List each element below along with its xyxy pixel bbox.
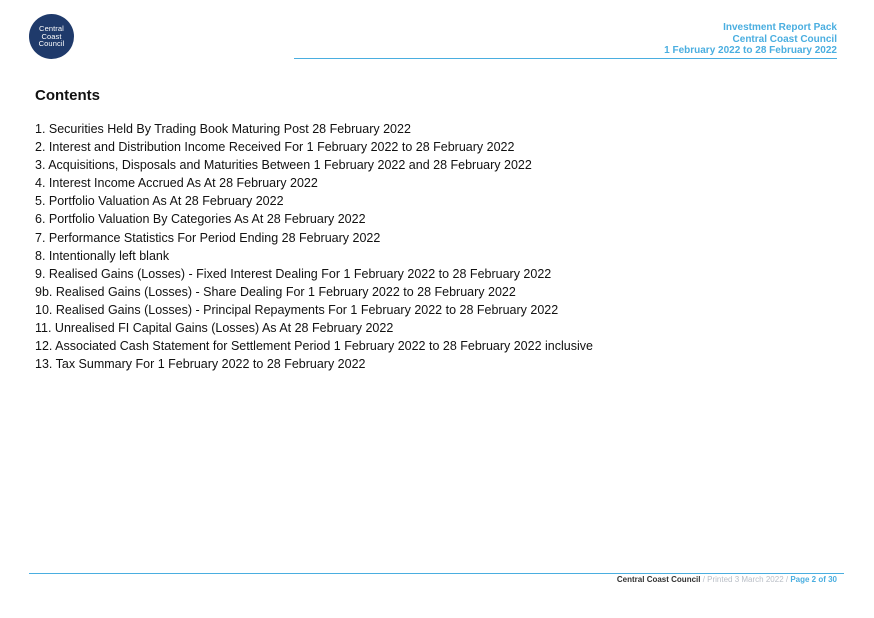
page-footer: Central Coast Council / Printed 3 March … — [617, 575, 837, 585]
logo-line-2: Coast — [41, 31, 62, 41]
contents-item: 9. Realised Gains (Losses) - Fixed Inter… — [35, 266, 552, 281]
report-period: 1 February 2022 to 28 February 2022 — [664, 45, 837, 56]
report-title: Investment Report Pack — [723, 22, 837, 33]
council-logo: Central Coast Council — [29, 14, 74, 59]
contents-item: 1. Securities Held By Trading Book Matur… — [35, 122, 411, 136]
report-organisation: Central Coast Council — [732, 33, 837, 45]
contents-item: 7. Performance Statistics For Period End… — [35, 230, 381, 245]
footer-printed-date: / Printed 3 March 2022 / — [700, 575, 791, 584]
contents-item: 11. Unrealised FI Capital Gains (Losses)… — [35, 321, 394, 336]
contents-item: 4. Interest Income Accrued As At 28 Febr… — [35, 176, 318, 191]
contents-item: 13. Tax Summary For 1 February 2022 to 2… — [35, 357, 366, 372]
logo-line-3: Council — [38, 39, 65, 49]
logo-line-1: Central — [39, 24, 64, 34]
contents-item: 9b. Realised Gains (Losses) - Share Deal… — [35, 284, 516, 299]
footer-divider — [29, 573, 844, 574]
footer-organisation: Central Coast Council — [616, 575, 701, 584]
contents-item: 3. Acquisitions, Disposals and Maturitie… — [35, 158, 532, 173]
report-header: Investment Report Pack Central Coast Cou… — [664, 22, 837, 57]
contents-item: 8. Intentionally left blank — [35, 248, 170, 263]
footer-page-number: Page 2 of 30 — [790, 575, 837, 584]
header-divider — [294, 58, 837, 59]
contents-heading: Contents — [35, 87, 100, 104]
contents-item: 2. Interest and Distribution Income Rece… — [35, 140, 515, 155]
contents-item: 10. Realised Gains (Losses) - Principal … — [35, 302, 559, 317]
contents-item: 12. Associated Cash Statement for Settle… — [35, 339, 593, 354]
contents-item: 6. Portfolio Valuation By Categories As … — [35, 212, 366, 227]
contents-item: 5. Portfolio Valuation As At 28 February… — [35, 194, 284, 209]
contents-list: 1. Securities Held By Trading Book Matur… — [35, 120, 593, 373]
